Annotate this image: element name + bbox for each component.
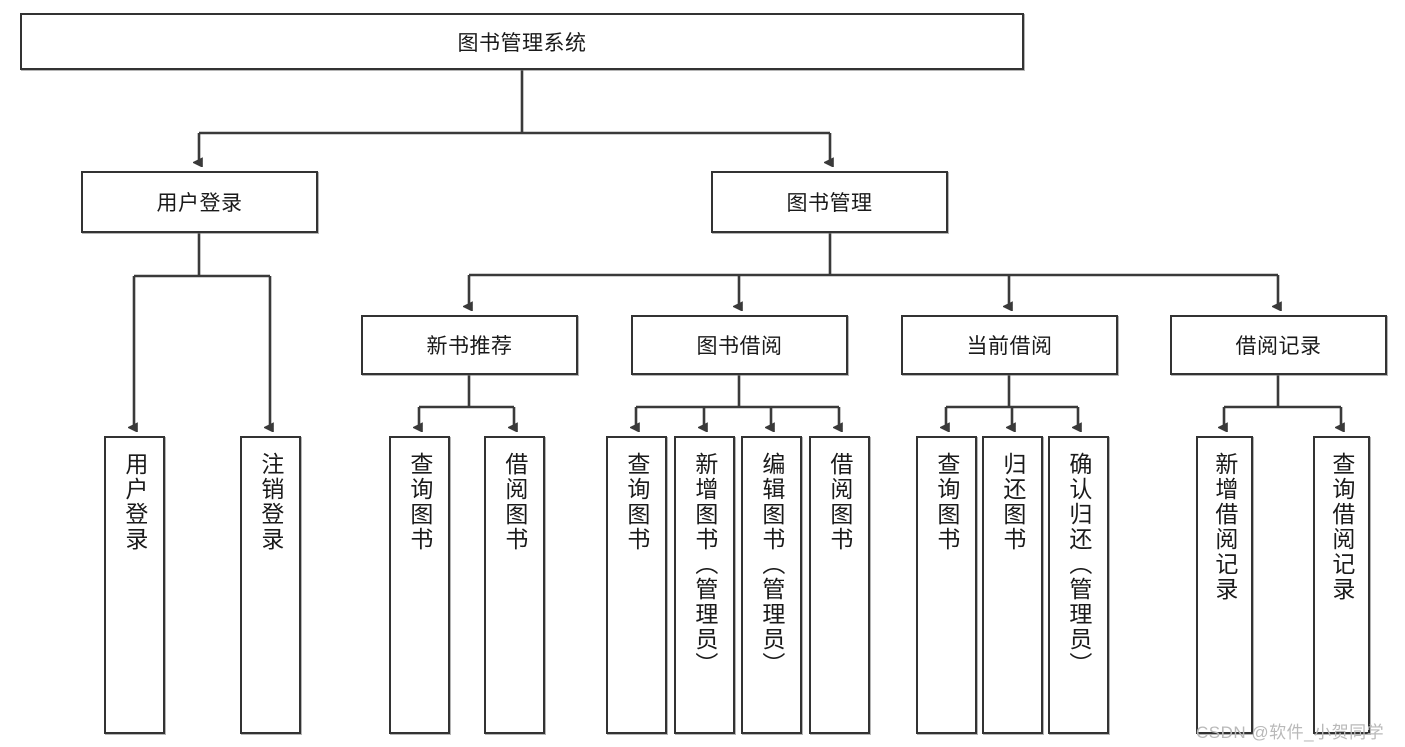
node-leaf-borrow-book-rec[interactable]: 借阅图书 [484,436,545,734]
node-user-login[interactable]: 用户登录 [81,171,318,233]
node-book-manage[interactable]: 图书管理 [711,171,948,233]
node-leaf-query-book-rec-label: 查询图书 [406,452,433,552]
node-root-label: 图书管理系统 [457,31,587,55]
node-book-borrow[interactable]: 图书借阅 [631,315,848,375]
node-leaf-edit-book[interactable]: 编辑图书（管理员） [741,436,802,734]
node-leaf-add-book[interactable]: 新增图书（管理员） [674,436,735,734]
node-leaf-query-borrow-record[interactable]: 查询借阅记录 [1313,436,1370,734]
node-leaf-borrow-book-label: 借阅图书 [826,452,853,552]
node-borrow-record[interactable]: 借阅记录 [1170,315,1387,375]
node-leaf-borrow-book-rec-label: 借阅图书 [501,452,528,552]
node-user-login-label: 用户登录 [156,192,243,215]
node-leaf-user-logout[interactable]: 注销登录 [240,436,301,734]
node-leaf-return-book[interactable]: 归还图书 [982,436,1043,734]
node-leaf-confirm-return-label: 确认归还（管理员） [1065,452,1092,677]
node-leaf-confirm-return[interactable]: 确认归还（管理员） [1048,436,1109,734]
node-book-manage-label: 图书管理 [786,192,873,215]
node-leaf-query-book-rec[interactable]: 查询图书 [389,436,450,734]
node-current-borrow[interactable]: 当前借阅 [901,315,1118,375]
csdn-watermark: CSDN @软件_小贺同学 [1196,723,1385,742]
node-leaf-user-logout-label: 注销登录 [257,452,284,552]
node-leaf-return-book-label: 归还图书 [999,452,1026,552]
node-leaf-add-book-label: 新增图书（管理员） [691,452,718,677]
node-borrow-record-label: 借阅记录 [1235,335,1322,358]
node-leaf-query-book-borrow-label: 查询图书 [623,452,650,552]
node-new-book-recommend[interactable]: 新书推荐 [361,315,578,375]
node-root[interactable]: 图书管理系统 [20,13,1024,70]
node-leaf-borrow-book[interactable]: 借阅图书 [809,436,870,734]
node-leaf-user-login-label: 用户登录 [121,452,148,552]
node-book-borrow-label: 图书借阅 [696,335,783,358]
node-leaf-query-book-current-label: 查询图书 [933,452,960,552]
node-current-borrow-label: 当前借阅 [966,335,1053,358]
node-leaf-query-book-borrow[interactable]: 查询图书 [606,436,667,734]
node-leaf-query-book-current[interactable]: 查询图书 [916,436,977,734]
node-leaf-user-login[interactable]: 用户登录 [104,436,165,734]
node-new-book-recommend-label: 新书推荐 [426,335,513,358]
node-leaf-add-borrow-record[interactable]: 新增借阅记录 [1196,436,1253,734]
node-leaf-add-borrow-record-label: 新增借阅记录 [1211,452,1238,602]
node-leaf-edit-book-label: 编辑图书（管理员） [758,452,785,677]
node-leaf-query-borrow-record-label: 查询借阅记录 [1328,452,1355,602]
